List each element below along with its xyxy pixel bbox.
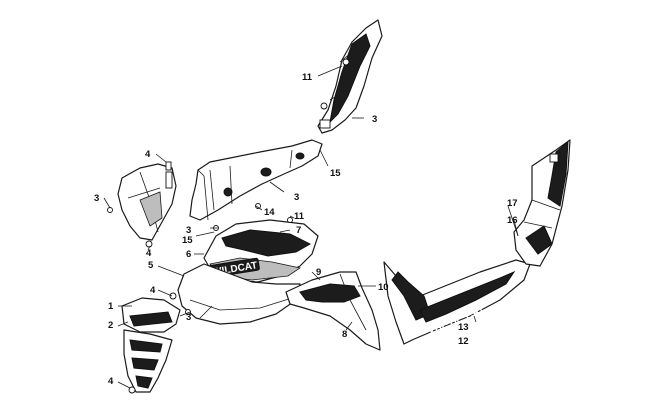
- callout-3-mid-left: 3: [186, 225, 191, 236]
- right-side-panel: ARCTIC CAT: [383, 259, 531, 345]
- callout-13: 13: [458, 322, 469, 333]
- callout-17: 17: [507, 198, 518, 209]
- callout-3-brace: 3: [294, 192, 299, 203]
- callout-14: 14: [264, 207, 275, 218]
- callout-4-left-panel-bottom: 4: [146, 248, 152, 259]
- callout-9: 9: [316, 267, 321, 278]
- callout-7: 7: [296, 225, 301, 236]
- callout-1: 1: [108, 301, 114, 312]
- callout-3-fascia: 3: [186, 312, 191, 323]
- callout-6: 6: [186, 249, 191, 260]
- hardware-fasteners: [107, 58, 350, 394]
- left-side-panel: [117, 163, 177, 241]
- leader-lines: [103, 65, 519, 389]
- callout-labels: 11 3 4 3 15 3 14 11 3 15 4 7 6 5 9 10 4 …: [94, 72, 518, 387]
- callout-8: 8: [342, 329, 347, 340]
- upper-right-panel: [317, 19, 383, 134]
- callout-2: 2: [108, 320, 113, 331]
- callout-11-mid: 11: [294, 211, 305, 222]
- callout-5: 5: [148, 260, 154, 271]
- callout-4-left-upper: 4: [145, 149, 151, 160]
- callout-4-bottom: 4: [108, 376, 114, 387]
- lower-grille-guard: [123, 329, 173, 393]
- callout-15-brace: 15: [330, 168, 341, 179]
- callout-4-fascia: 4: [150, 285, 156, 296]
- right-rear-panel: [513, 139, 571, 267]
- callout-11-top: 11: [302, 72, 313, 83]
- callout-12: 12: [458, 336, 469, 347]
- front-fascia: [177, 263, 301, 325]
- callout-10: 10: [378, 282, 389, 293]
- front-grille: [121, 297, 181, 333]
- callout-15-mid-left: 15: [182, 235, 193, 246]
- callout-16: 16: [507, 215, 518, 226]
- callout-3-left-panel: 3: [94, 193, 99, 204]
- upper-brace-panel: [189, 139, 323, 221]
- callout-3-upper-right: 3: [372, 114, 377, 125]
- center-side-panel: [285, 271, 381, 351]
